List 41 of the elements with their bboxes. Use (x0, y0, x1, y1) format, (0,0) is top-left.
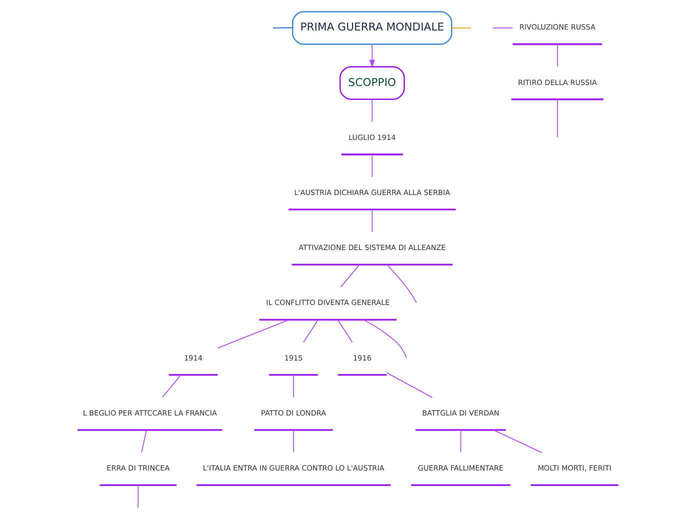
connector (293, 374, 294, 398)
connector (386, 372, 433, 398)
node-text: 1915 (284, 353, 303, 362)
node-text: IL CONFLITTO DIVENTA GENERALE (266, 298, 390, 308)
connector (372, 98, 373, 122)
connector (493, 430, 542, 453)
connector (451, 27, 472, 28)
arrow (369, 44, 376, 68)
node-text: BATTGLIA DI VERDAN (422, 408, 500, 418)
connector (363, 319, 407, 358)
connector (492, 27, 513, 28)
node-text: MOLTI MORTI, FERITI (538, 464, 612, 473)
node-text: ERRA DI TRINCEA (106, 464, 170, 473)
node-text: ATTIVAZIONE DEL SISTEMA DI ALLEANZE (298, 243, 446, 252)
connector (372, 154, 373, 178)
connector (372, 209, 373, 232)
node-text: 1916 (353, 353, 372, 362)
node-text: 1914 (184, 353, 202, 362)
connector (272, 27, 293, 28)
connector (217, 319, 290, 348)
node-text: GUERRA FALLIMENTARE (418, 464, 504, 473)
node-text: PATTO DI LONDRA (261, 408, 326, 418)
node-box: PRIMA GUERRA MONDIALE (292, 10, 452, 45)
connector (386, 264, 417, 303)
node-text: LUGLIO 1914 (348, 132, 396, 142)
connector (141, 430, 147, 453)
connector (162, 374, 182, 398)
node-text: L'AUSTRIA DICHIARA GUERRA ALLA SERBIA (294, 188, 450, 197)
node-text: L'ITALIA ENTRA IN GUERRA CONTRO LO L'AUSTRIA (202, 464, 384, 473)
node-text: RITIRO DELLA RUSSIA (518, 78, 597, 87)
connector (303, 319, 318, 343)
connector (460, 430, 462, 453)
connector (138, 484, 139, 508)
node-text: RIVOLUZIONE RUSSA (519, 22, 596, 32)
connector (293, 430, 294, 453)
connector (340, 264, 360, 288)
connector (556, 44, 558, 68)
connector (556, 98, 558, 138)
node-box: SCOPPIO (339, 66, 405, 100)
connector (337, 319, 353, 343)
node-text: L BEGLIO PER ATTCCARE LA FRANCIA (82, 408, 217, 418)
